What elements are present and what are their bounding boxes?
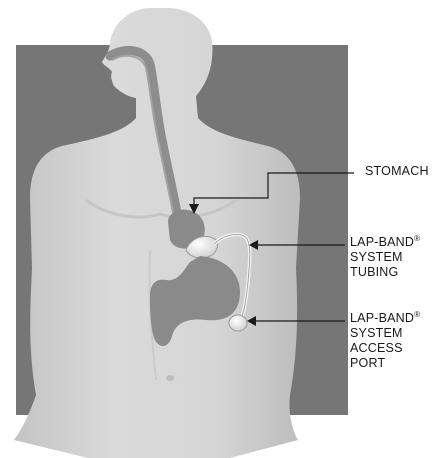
tubing-label-line1: LAP-BAND® [350, 235, 420, 250]
registered-mark: ® [414, 234, 420, 243]
port-label-line2: SYSTEM [350, 326, 420, 341]
tubing-label-line2: SYSTEM [350, 250, 420, 265]
registered-mark: ® [414, 310, 420, 319]
port-brand: LAP-BAND [350, 311, 414, 325]
access-port-label: LAP-BAND® SYSTEM ACCESS PORT [350, 311, 420, 371]
stomach-label-text: STOMACH [365, 164, 429, 179]
tubing-label: LAP-BAND® SYSTEM TUBING [350, 235, 420, 280]
navel [166, 375, 174, 381]
tubing-brand: LAP-BAND [350, 235, 414, 249]
stomach-label: STOMACH [365, 164, 429, 179]
tubing-label-line3: TUBING [350, 265, 420, 280]
access-port [229, 315, 247, 331]
port-label-line4: PORT [350, 356, 420, 371]
port-label-line3: ACCESS [350, 341, 420, 356]
port-label-line1: LAP-BAND® [350, 311, 420, 326]
